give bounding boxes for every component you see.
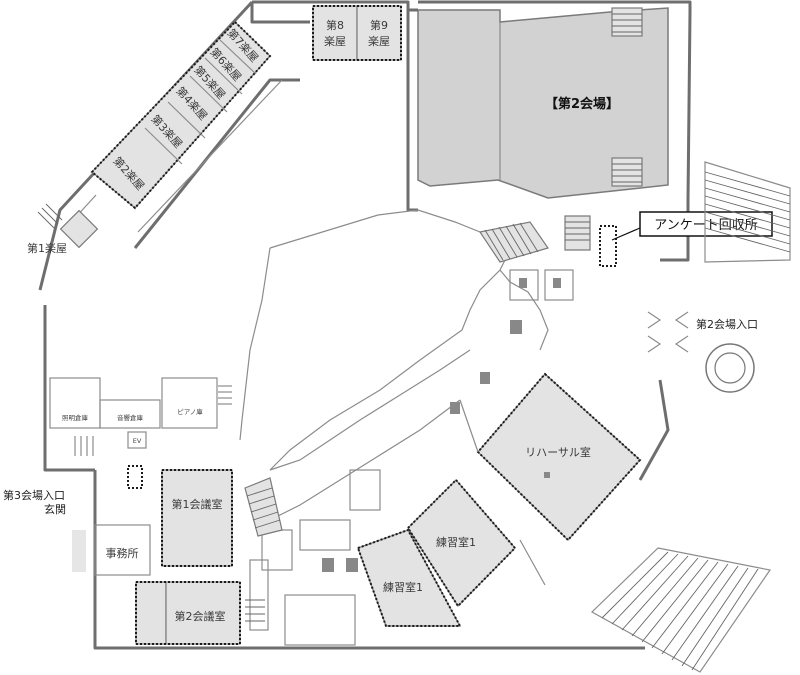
- rehearsal-label: リハーサル室: [525, 445, 591, 459]
- survey-box: [599, 225, 617, 267]
- hall2-label: 【第2会場】: [545, 96, 619, 112]
- green9-label: 第9: [370, 18, 388, 32]
- green-rooms-top: 第8 楽屋 第9 楽屋: [312, 5, 402, 61]
- piano-label: ピアノ庫: [177, 407, 203, 416]
- svg-text:楽屋: 楽屋: [324, 35, 346, 48]
- hall3-entrance-label: 第3会場入口: [3, 488, 65, 502]
- survey-callout-box: [639, 211, 773, 237]
- storage-rooms: 照明倉庫 音響倉庫 ピアノ庫 EV: [49, 377, 232, 489]
- ev-label: EV: [133, 437, 142, 445]
- genkan-label: 玄関: [44, 502, 66, 516]
- lighting-label: 照明倉庫: [62, 413, 89, 422]
- sound-label: 音響倉庫: [117, 413, 144, 422]
- survey-callout-label: アンケート回収所: [654, 218, 757, 233]
- conf1-label: 第1会議室: [172, 497, 223, 511]
- green1-area: 第1楽屋: [27, 203, 99, 255]
- exterior-stairs-right: [704, 161, 791, 263]
- green8-label: 第8: [326, 18, 344, 32]
- conf2-label: 第2会議室: [175, 609, 226, 623]
- hall2-area: 【第2会場】: [417, 7, 669, 199]
- conference-rooms: 第1会議室 第2会議室: [135, 469, 241, 645]
- green-rooms-diagonal: 第2楽屋 第3楽屋 第4楽屋 第5楽屋 第6楽屋 第7楽屋: [63, 20, 283, 233]
- office-area: 事務所 第3会場入口 玄関: [3, 488, 151, 576]
- rehearsal-room-area: リハーサル室: [476, 372, 642, 542]
- lobby-stairs: [479, 215, 591, 263]
- restrooms: [322, 269, 574, 572]
- office-label: 事務所: [106, 546, 139, 560]
- green1-label: 第1楽屋: [27, 241, 67, 255]
- survey-box-area: アンケート回収所: [599, 211, 773, 267]
- exterior-stairs-lower: [591, 547, 772, 673]
- practice-rooms-area: 練習室1 練習室1: [356, 478, 517, 627]
- hall2-entrance-label: 第2会場入口: [696, 317, 758, 331]
- hall2-entrance-area: 第2会場入口: [647, 311, 758, 393]
- practice1b-label: 練習室1: [383, 580, 423, 594]
- practice1a-label: 練習室1: [436, 535, 476, 549]
- lower-stairs: [244, 477, 283, 622]
- svg-text:楽屋: 楽屋: [368, 35, 390, 48]
